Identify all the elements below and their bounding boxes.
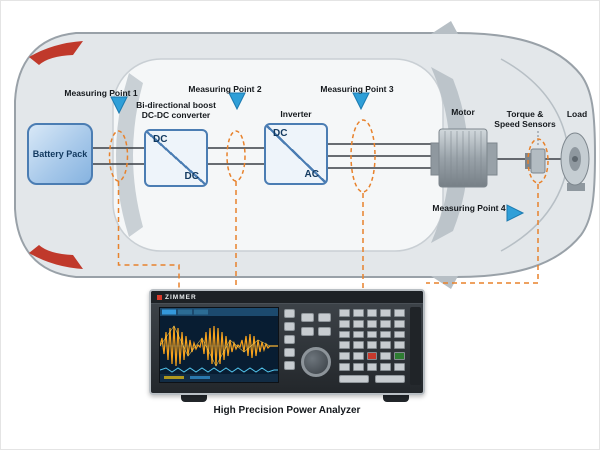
analyzer-key [394,341,405,350]
analyzer-key [394,352,405,361]
analyzer-key [366,309,378,317]
analyzer-key [339,319,350,328]
analyzer-key [284,335,295,344]
load-graphic [560,132,590,191]
analyzer-key [284,309,295,318]
battery-pack-box: Battery Pack [27,123,93,185]
dcdc-converter-box: DC DC [144,129,208,187]
load-label: Load [566,109,588,119]
analyzer-caption: High Precision Power Analyzer [213,405,361,416]
dcdc-title-line2: DC-DC converter [141,110,211,121]
motor-label: Motor [451,107,475,117]
inverter-output-label: AC [304,169,319,180]
inverter-title: Inverter [280,109,312,119]
measuring-point-1-triangle [110,96,128,115]
analyzer-button [301,327,314,336]
analyzer-key [284,322,295,331]
analyzer-wide-button [339,375,369,383]
measurement-ellipse-3 [350,119,376,193]
inverter-box: DC AC [264,123,328,185]
analyzer-key [366,341,378,350]
car-taillight-top [29,41,83,65]
analyzer-links [117,181,539,291]
analyzer-key [366,319,378,328]
measuring-point-2-triangle [228,92,246,111]
analyzer-waveform [159,308,278,382]
analyzer-key [380,309,392,317]
analyzer-rack-handle [410,307,421,385]
dcdc-title-line1: Bi-directional boost [136,100,216,110]
analyzer-key [394,309,405,317]
dcdc-output-label: DC [184,171,199,182]
measuring-point-triangles [110,92,525,222]
car-windshield-rear [116,73,143,237]
dcdc-converter-title: Bi-directional boost DC-DC converter [127,100,225,120]
analyzer-rotary-knob [301,347,331,377]
analyzer-key [339,363,350,371]
analyzer-link-4 [426,184,539,284]
motor-graphic [430,128,498,188]
analyzer-foot-left [181,393,207,402]
analyzer-wide-button [375,375,405,383]
analyzer-logo-icon [157,294,162,300]
analyzer-key [380,341,392,350]
analyzer-key [380,352,392,361]
analyzer-screen [159,307,279,383]
analyzer-key [339,330,350,339]
dcdc-input-label: DC [153,134,168,145]
analyzer-key [352,363,364,371]
measuring-point-2-label: Measuring Point 2 [188,84,262,94]
car-windshield-front [431,67,468,243]
car-taillight-bottom [29,245,83,269]
analyzer-key [380,363,392,371]
sensors-label-line1: Torque & [506,109,544,119]
analyzer-softkeys [284,309,295,370]
analyzer-key [380,319,392,328]
analyzer-key [366,352,378,361]
analyzer-key [366,330,378,339]
analyzer-key [352,319,364,328]
analyzer-brand-label: ZIMMER [165,293,197,301]
analyzer-button [318,313,331,322]
analyzer-key [339,309,350,317]
analyzer-foot-right [383,393,409,402]
analyzer-top-strip: ZIMMER [151,291,423,304]
analyzer-key [380,330,392,339]
measuring-point-1-label: Measuring Point 1 [64,88,138,98]
analyzer-key [284,361,295,370]
analyzer-key [352,309,364,317]
measuring-point-3-triangle [352,92,370,111]
analyzer-key [352,352,364,361]
inverter-input-label: DC [273,128,288,139]
analyzer-key [352,330,364,339]
analyzer-key [352,341,364,350]
measurement-ellipse-4 [527,138,549,184]
analyzer-keypad [339,309,405,371]
torque-speed-sensors-label: Torque & Speed Sensors [493,109,557,129]
measuring-point-3-label: Measuring Point 3 [320,84,394,94]
analyzer-key [284,348,295,357]
measuring-point-4-label: Measuring Point 4 [432,203,506,213]
sensors-label-line2: Speed Sensors [494,119,556,130]
analyzer-button [318,327,331,336]
analyzer-link-1 [117,181,180,291]
analyzer-button [301,313,314,322]
measuring-point-4-triangle [506,204,525,222]
analyzer-key [339,352,350,361]
analyzer-key [339,341,350,350]
analyzer-key [394,363,405,371]
power-analyzer: ZIMMER [149,289,425,395]
car-mirror-top [431,21,458,34]
analyzer-key [394,319,405,328]
analyzer-key [366,363,378,371]
analyzer-key [394,330,405,339]
